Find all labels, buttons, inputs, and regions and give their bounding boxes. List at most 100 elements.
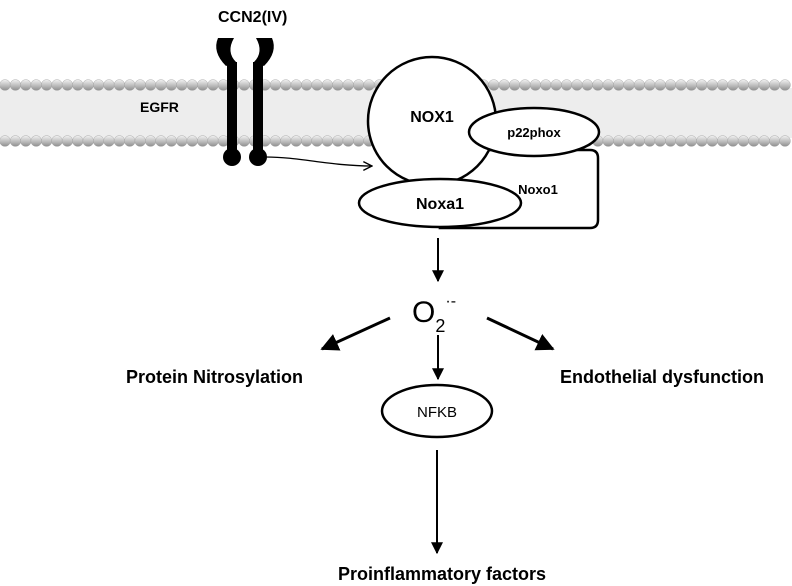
lipid-head [654,79,666,91]
lipid-head [113,135,126,147]
lipid-head [124,79,136,91]
egfr-left-foot [223,148,241,166]
protein-nitrosylation-label: Protein Nitrosylation [126,367,303,387]
lipid-head [301,135,313,147]
lipid-head [0,135,11,147]
lipid-head [82,79,94,91]
lipid-head [82,135,94,147]
lipid-head [737,135,750,147]
lipid-head [0,79,11,91]
lipid-head [623,135,635,147]
lipid-head [748,79,760,91]
lipid-head [706,135,718,147]
lipid-head [675,79,687,91]
lipid-head [9,135,22,147]
lipid-head [155,135,167,147]
lipid-head [61,79,74,91]
lipid-head [134,79,146,91]
proinflammatory-factors-label: Proinflammatory factors [338,564,546,584]
lipid-head [768,79,781,91]
nox-complex [357,55,601,230]
lipid-head [134,135,146,147]
lipid-head [290,79,302,91]
lipid-head [30,135,42,147]
lipid-head [321,79,334,91]
lipid-head [40,135,53,147]
lipid-head [197,79,209,91]
egfr-left-strand [227,62,237,154]
egfr-to-nox-arrow [265,156,372,166]
lipid-head [508,79,521,91]
superoxide-subscript: 2 [435,316,445,336]
arrow-to-nitrosylation [320,316,391,351]
lipid-head [280,79,292,91]
lipid-head [550,79,562,91]
lipid-head [311,79,323,91]
lipid-head [207,135,219,147]
lipid-head [737,79,750,91]
arrow-to-endothelial [486,316,555,351]
noxa1-ellipse [357,177,523,229]
superoxide-base: O [412,296,435,329]
lipid-head [145,79,157,91]
lipid-head [540,79,552,91]
lipid-head [696,135,708,147]
lipid-head [716,79,729,91]
lipid-head [186,79,198,91]
lipid-head [633,79,646,91]
lipid-head [353,79,365,91]
lipid-head [363,79,375,91]
lipid-head [92,135,105,147]
lipid-head [685,135,698,147]
lipid-head [675,135,687,147]
lipid-head [124,135,136,147]
noxo1-label: Noxo1 [518,182,558,197]
lipid-head [592,79,604,91]
endothelial-dysfunction-label: Endothelial dysfunction [560,367,764,387]
ccn2-left-cup [216,38,236,66]
lipid-head [779,135,791,147]
lipid-head [612,79,625,91]
lipid-head [727,79,739,91]
lipid-head [311,135,323,147]
nfkb-label: NFKB [417,404,457,421]
lipid-head [353,135,365,147]
lipid-head [581,79,594,91]
lipid-head [20,135,32,147]
lipid-head [186,135,198,147]
lipid-head [176,79,188,91]
egfr-label: EGFR [140,99,179,115]
lipid-head [145,135,157,147]
lipid-head [758,79,770,91]
lipid-head [633,135,646,147]
lipid-head [332,135,344,147]
lipid-head [342,79,354,91]
lipid-head [696,79,708,91]
superoxide-label: O2·- [412,293,456,336]
lipid-head [664,79,677,91]
lipid-head [51,79,63,91]
lipid-head [92,79,105,91]
lipid-head [623,79,635,91]
p22phox-ellipse [467,106,601,158]
lipid-head [664,135,677,147]
ccn2-label: CCN2(IV) [218,9,287,26]
egfr-right-strand [253,62,263,154]
lipid-head [654,135,666,147]
lipid-head [207,79,219,91]
lipid-head [176,135,188,147]
lipid-head [768,135,781,147]
lipid-head [602,79,614,91]
lipid-head [269,79,282,91]
lipid-head [238,79,250,91]
lipid-head [301,79,313,91]
lipid-head [51,135,63,147]
lipid-head [269,135,282,147]
lipid-head [644,135,656,147]
ccn2-right-cup [254,38,274,66]
lipid-head [644,79,656,91]
lipid-head [332,79,344,91]
lipid-head [103,79,115,91]
lipid-head [560,79,573,91]
